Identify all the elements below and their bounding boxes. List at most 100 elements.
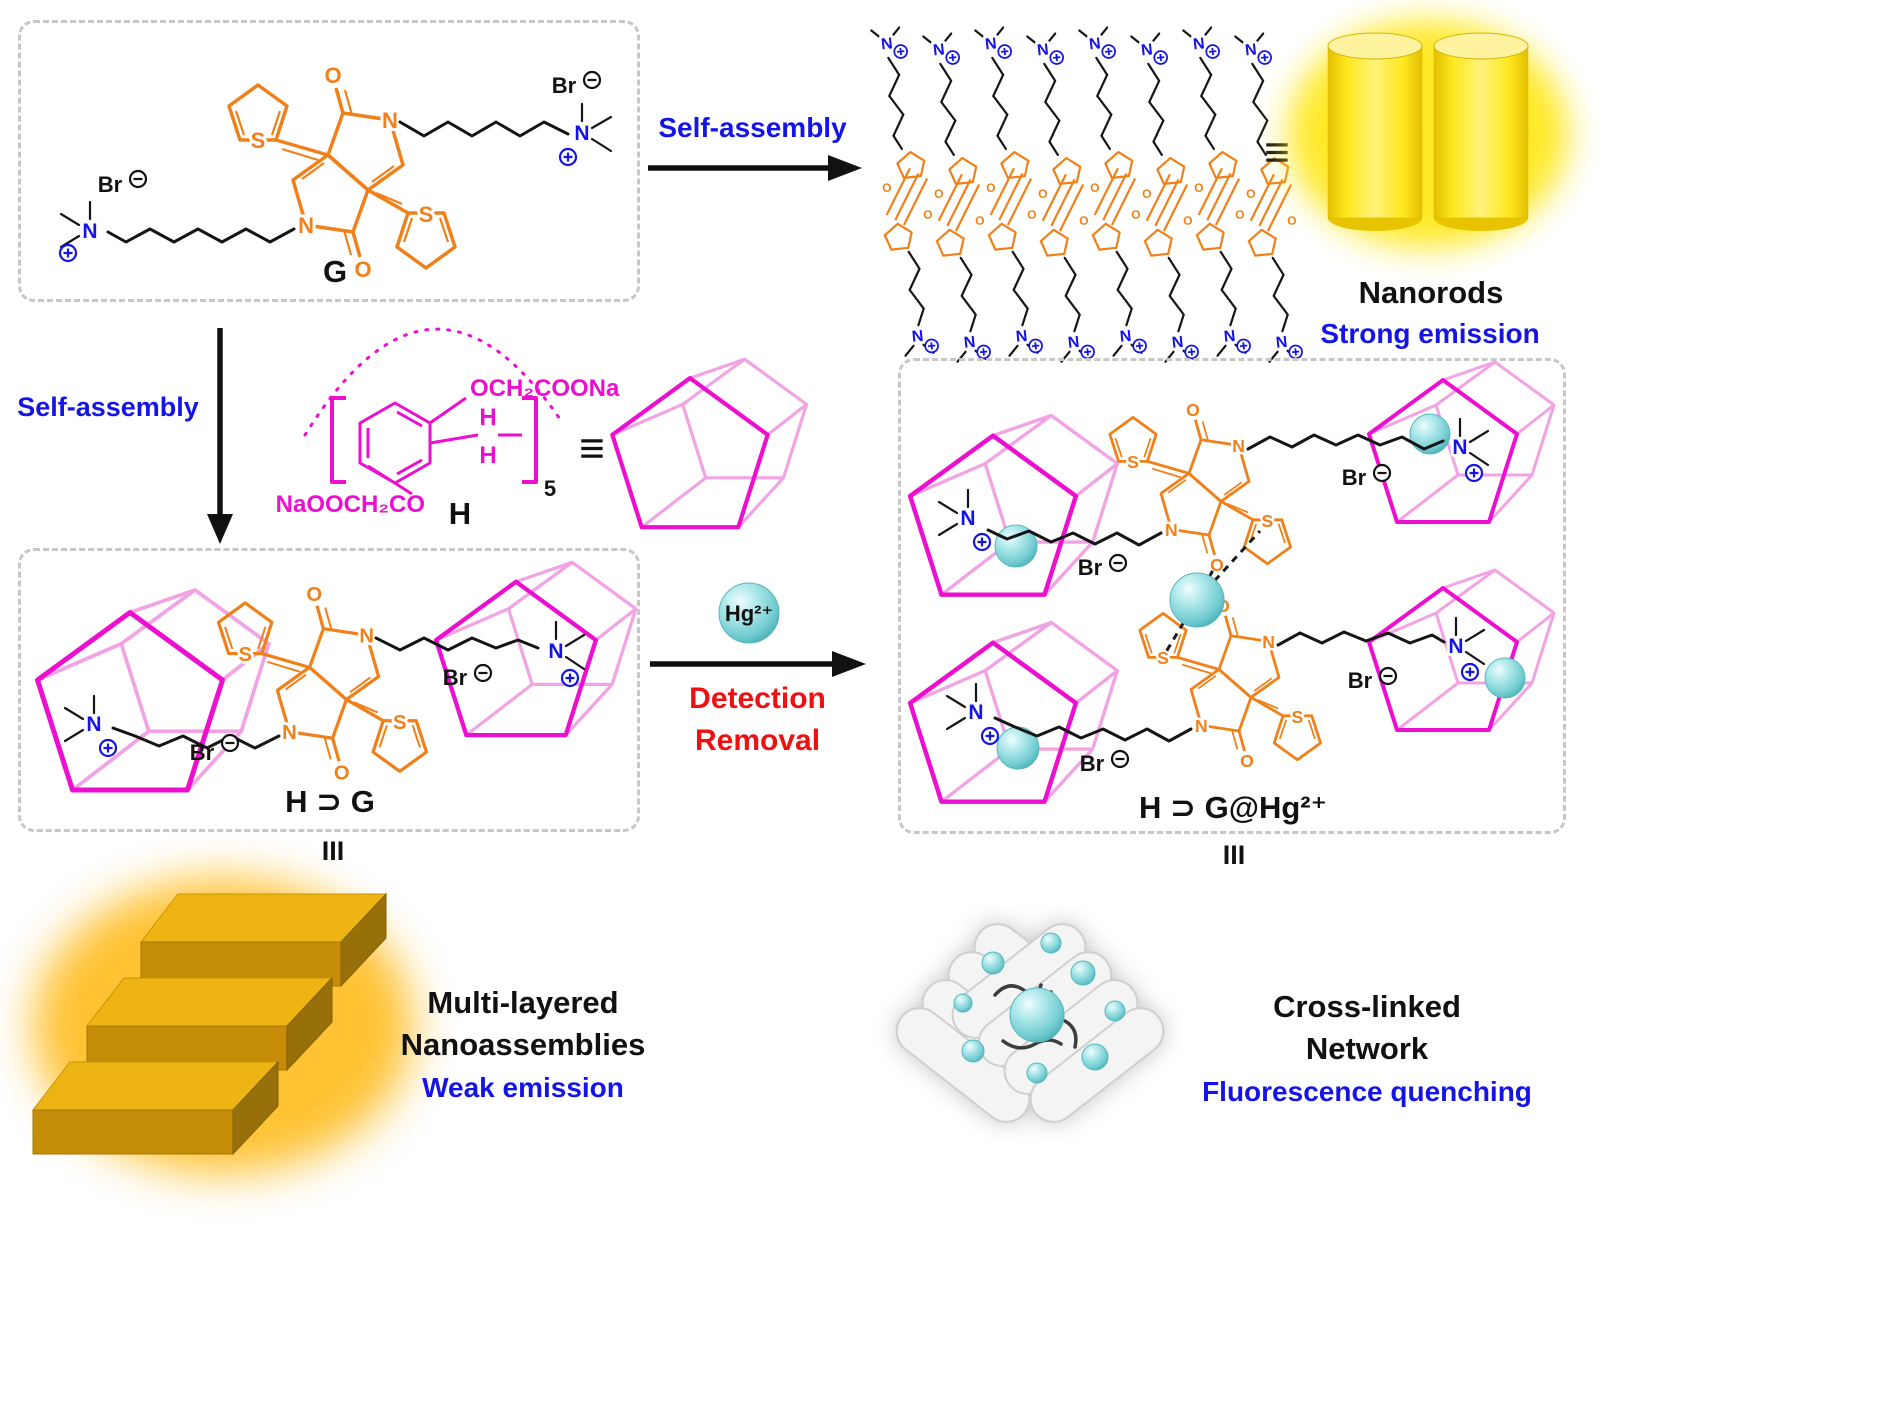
- bridge-hydrogen-atom: H: [479, 442, 496, 469]
- bromide-label: Br: [1080, 751, 1105, 776]
- host-guest-box: [18, 548, 640, 832]
- bromide-bottom-left: Br: [1080, 749, 1130, 776]
- strong-emission-label: Strong emission: [1320, 318, 1540, 349]
- network-title-line1: Cross-linked: [1273, 989, 1461, 1024]
- plus-charge-icon: [560, 668, 580, 688]
- repeat-bracket-left: [330, 396, 346, 484]
- ether-bond-bottom: [367, 464, 413, 496]
- plus-charge-icon: [1460, 662, 1480, 682]
- trimethylammonium-top-right: N: [1449, 417, 1490, 483]
- compound-g-structure: N Br N Br G: [58, 20, 613, 289]
- numeral-left: III: [321, 836, 345, 866]
- mercury-ion-label: Hg²⁺: [725, 601, 773, 626]
- minus-charge-icon: [1378, 666, 1398, 686]
- ammonium-nitrogen-atom: N: [82, 220, 97, 243]
- mercury-ion-sphere: [1409, 413, 1451, 455]
- bromide-left: Br: [98, 169, 148, 197]
- hexyl-chain-left: [106, 227, 296, 244]
- self-assembly-label-top: Self-assembly: [658, 112, 847, 143]
- nanosheet-slab-icon: [140, 893, 387, 987]
- network-title-line2: Network: [1305, 1031, 1429, 1066]
- stacked-molecule-column: [915, 32, 999, 362]
- bromide-bottom-right: Br: [1348, 666, 1398, 693]
- plus-charge-icon: [972, 532, 992, 552]
- dpp-core: [1140, 596, 1321, 771]
- pillararene-h-structure: OCH₂COONa NaOOCH₂CO H H 5 H: [276, 327, 620, 531]
- multilayer-title-line2: Nanoassemblies: [400, 1027, 646, 1062]
- nanosheet-slab-icon: [86, 977, 333, 1071]
- plus-charge-icon: [1464, 463, 1484, 483]
- ammonium-nitrogen-atom: N: [960, 507, 975, 530]
- nanorod-cylinder: [1433, 32, 1529, 231]
- dpp-core: [1110, 400, 1291, 575]
- compound-g-box: [18, 20, 640, 302]
- alkyl-chain-bottom-left: [993, 716, 1193, 743]
- host-guest-structure: N Br N Br H ⊃ G: [18, 548, 640, 819]
- mercury-complex-box: [898, 358, 1566, 834]
- network-graphic: [886, 913, 1174, 1133]
- ammonium-nitrogen-atom: N: [1452, 436, 1467, 459]
- nanorods-graphic: [1288, 20, 1568, 248]
- central-mercury-sphere: [1169, 572, 1225, 628]
- compound-g-label: G: [323, 254, 347, 289]
- pillararene-prism-icon: [38, 590, 269, 790]
- self-assembled-stack-graphic: [856, 6, 1280, 358]
- alkyl-chain-bottom-right: [1276, 630, 1446, 647]
- arrowhead: [828, 155, 862, 181]
- bromide-top-right: Br: [1342, 463, 1392, 490]
- bottom-substituent-label: NaOOCH₂CO: [276, 491, 425, 518]
- mercury-ion-sphere: [1484, 657, 1526, 699]
- minus-charge-icon: [582, 70, 602, 90]
- ammonium-nitrogen-atom: N: [86, 713, 101, 736]
- trimethylammonium-right: N: [545, 620, 586, 688]
- pillararene-prism-icon: [612, 359, 806, 527]
- mercury-ion-graphic: Hg²⁺: [718, 582, 780, 644]
- bridge-hydrogen-atom: H: [479, 404, 496, 431]
- nanosheet-slab-icon: [32, 1061, 279, 1155]
- bromide-label: Br: [1078, 555, 1103, 580]
- plus-charge-icon: [558, 147, 578, 167]
- pillararene-prism-standalone: [598, 348, 813, 548]
- bromide-left: Br: [190, 733, 240, 765]
- trimethylammonium-bottom-left: N: [945, 682, 1000, 746]
- plus-charge-icon: [58, 243, 78, 263]
- alkyl-chain-top-right: [1246, 433, 1445, 451]
- alkyl-chain-right: [374, 636, 540, 652]
- equivalence-symbol-h: ≡: [579, 424, 605, 473]
- trimethylammonium-left: N: [58, 200, 101, 263]
- plus-charge-icon: [98, 738, 118, 758]
- methylene-bridge: H H: [429, 401, 522, 472]
- mercury-ion-spheres: [953, 932, 1126, 1084]
- minus-charge-icon: [1110, 749, 1130, 769]
- numeral-right: III: [1222, 840, 1246, 870]
- compound-h-label: H: [449, 496, 471, 531]
- host-guest-label: H ⊃ G: [285, 784, 375, 819]
- trimethylammonium-top-left: N: [937, 488, 992, 552]
- arrowhead: [832, 651, 866, 677]
- minus-charge-icon: [128, 169, 148, 189]
- self-assembly-label-left: Self-assembly: [17, 392, 199, 422]
- bromide-top-left: Br: [1078, 553, 1128, 580]
- ammonium-nitrogen-atom: N: [968, 701, 983, 724]
- trimethylammonium-right: N: [558, 102, 613, 167]
- bromide-label: Br: [1342, 465, 1367, 490]
- multilayer-title-line1: Multi-layered: [427, 985, 619, 1020]
- mercury-ion-sphere: [718, 582, 780, 644]
- alkyl-chain-left: [111, 726, 281, 750]
- minus-charge-icon: [473, 663, 493, 683]
- minus-charge-icon: [220, 733, 240, 753]
- repeat-count: 5: [544, 476, 556, 501]
- stacked-molecule-column: [1019, 32, 1103, 362]
- mercury-complex-label: H ⊃ G@Hg²⁺: [1139, 790, 1327, 825]
- trimethylammonium-bottom-right: N: [1445, 616, 1486, 682]
- mercury-complex-structure: N Br N Br N: [898, 360, 1556, 825]
- self-assembly-arrow-top: [648, 155, 862, 181]
- bromide-label: Br: [98, 172, 123, 197]
- self-assembly-arrow-left: [207, 328, 233, 544]
- mercury-ion-sphere: [994, 524, 1038, 568]
- fluorescence-quenching-label: Fluorescence quenching: [1202, 1076, 1532, 1107]
- bromide-label: Br: [190, 740, 215, 765]
- trimethylammonium-left: N: [63, 694, 118, 758]
- arrowhead: [207, 514, 233, 544]
